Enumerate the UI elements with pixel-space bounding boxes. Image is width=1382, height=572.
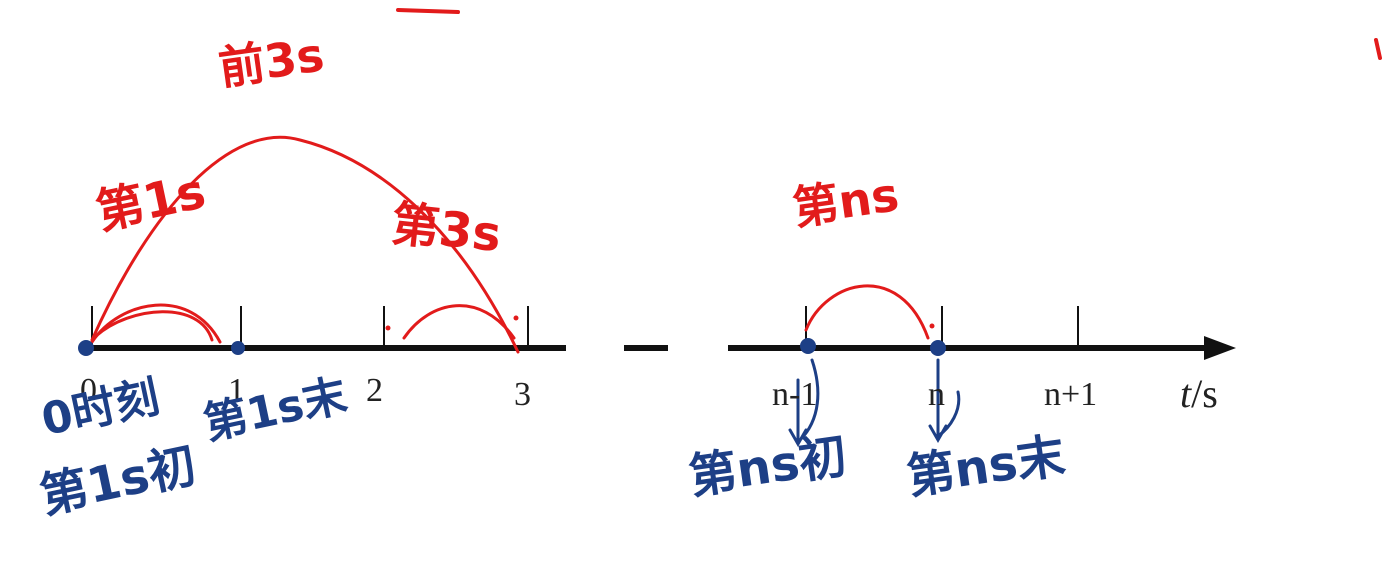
dot-end-first-second	[231, 341, 245, 355]
arc-second-1-b	[94, 310, 214, 342]
arc-first-3s	[90, 135, 520, 354]
tick-label-0: 0	[80, 372, 97, 409]
axis-unit-rest: /s	[1191, 371, 1218, 416]
stray-red-edge-mark	[1374, 38, 1382, 60]
red-dot-n	[929, 323, 935, 329]
red-dot-left-3s	[385, 325, 391, 331]
dot-end-nth-second	[930, 340, 946, 356]
arc-second-n	[804, 284, 930, 340]
axis-unit-variable: t	[1180, 371, 1192, 416]
label-second-3: 第3s	[388, 196, 504, 264]
arc-second-3	[402, 304, 516, 340]
tick-label-3: 3	[514, 376, 531, 413]
stray-red-stroke	[396, 8, 460, 14]
tick-label-n-plus-1: n+1	[1044, 376, 1098, 413]
tick-label-2: 2	[366, 372, 383, 409]
label-second-n: 第ns	[789, 167, 903, 236]
pointer-end-nth	[928, 358, 961, 444]
axis-arrow-head	[1204, 336, 1236, 360]
label-first-3s: 前3s	[215, 27, 328, 96]
tick-label-1: 1	[228, 372, 245, 409]
pointer-start-nth	[788, 358, 820, 448]
axis-unit-label: t/s	[1180, 374, 1218, 414]
tick-label-n: n	[928, 376, 945, 413]
tick-label-n-1: n-1	[772, 376, 818, 413]
dot-zero-moment	[78, 340, 94, 356]
dot-start-nth-second	[800, 338, 816, 354]
red-dot-right-3s	[513, 315, 519, 321]
